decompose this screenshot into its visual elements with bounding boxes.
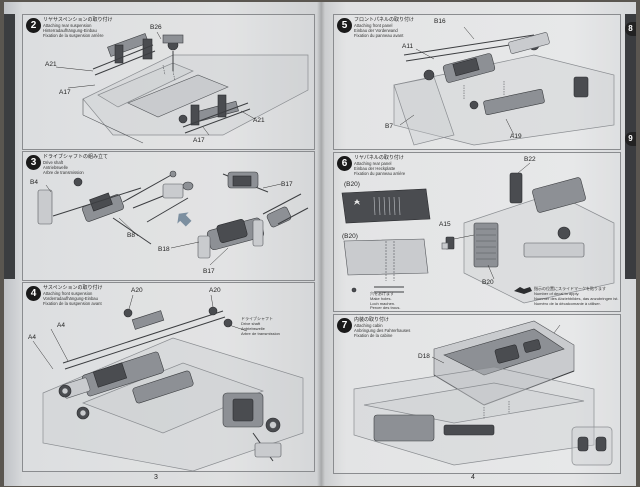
step-5-label-a11: A11 bbox=[402, 43, 414, 50]
step-4-panel: 4 サスペンションの取り付け Attaching front suspensio… bbox=[22, 282, 315, 472]
step-3-label-b18: B18 bbox=[158, 246, 170, 253]
step-3-label-b17-bottom: B17 bbox=[203, 268, 215, 275]
step-5-label-b16: B16 bbox=[434, 18, 446, 25]
step-6-badge: 6 bbox=[337, 156, 352, 171]
right-edge-bar bbox=[625, 14, 636, 279]
step-4-front-suspension-drawing bbox=[32, 294, 304, 472]
instruction-spread: 2 リヤサスペンションの取り付け Attaching rear suspensi… bbox=[4, 2, 636, 486]
step-2-label-a17-left: A17 bbox=[59, 89, 71, 96]
step-6-label-b20-top: (B20) bbox=[344, 181, 360, 188]
step-7-label-d18: D18 bbox=[418, 353, 430, 360]
step-3-label-b4: B4 bbox=[30, 179, 38, 186]
step-6-rear-panel-drawing bbox=[341, 162, 615, 304]
step-3-panel: 3 ドライブシャフトの組み立て Drive shaft Antriebswell… bbox=[22, 151, 315, 281]
step-6-panel: 6 リヤパネルの取り付け Attaching rear panel Einbau… bbox=[333, 152, 621, 312]
step-4-badge: 4 bbox=[26, 286, 41, 301]
step-4-label-a4-lower: A4 bbox=[28, 334, 36, 341]
left-page: 2 リヤサスペンションの取り付け Attaching rear suspensi… bbox=[4, 2, 321, 486]
step-2-label-a21-right: A21 bbox=[253, 117, 265, 124]
step-6-label-b20-bottom: B20 bbox=[482, 279, 494, 286]
step-2-titles: リヤサスペンションの取り付け Attaching rear suspension… bbox=[43, 17, 113, 39]
step-6-label-a15: A15 bbox=[439, 221, 451, 228]
step-6-titles: リヤパネルの取り付け Attaching rear panel Einbau d… bbox=[354, 155, 406, 177]
step-2-rear-suspension-drawing bbox=[55, 31, 309, 144]
step-2-badge: 2 bbox=[26, 18, 41, 33]
right-page: 5 フロントパネルの取り付け Attaching front panel Ein… bbox=[321, 2, 636, 486]
step-3-drive-shaft-drawing bbox=[37, 170, 309, 266]
step-5-badge: 5 bbox=[337, 18, 352, 33]
left-page-number: 3 bbox=[154, 474, 158, 481]
step-7-cabin-drawing bbox=[353, 320, 613, 466]
step-3-label-b17-right: B17 bbox=[281, 181, 293, 188]
step-2-label-b26: B26 bbox=[150, 24, 162, 31]
step-3-label-b8: B8 bbox=[127, 232, 135, 239]
step-5-label-a19: A19 bbox=[510, 133, 522, 140]
step-7-panel: 7 内装の取り付け Attaching cabin Anbringung des… bbox=[333, 314, 621, 474]
edge-tab-9: 9 bbox=[625, 132, 636, 146]
step-5-front-panel-drawing bbox=[393, 26, 615, 146]
step-7-titles: 内装の取り付け Attaching cabin Anbringung des F… bbox=[354, 317, 411, 339]
step-4-label-a20-right: A20 bbox=[209, 287, 221, 294]
center-gutter bbox=[317, 2, 325, 486]
step-5-panel: 5 フロントパネルの取り付け Attaching front panel Ein… bbox=[333, 14, 621, 150]
right-page-number: 4 bbox=[471, 474, 475, 481]
left-edge-bar bbox=[4, 14, 15, 279]
edge-tab-8: 8 bbox=[625, 22, 636, 36]
step-4-titles: サスペンションの取り付け Attaching front suspension … bbox=[43, 285, 103, 307]
step-5-titles: フロントパネルの取り付け Attaching front panel Einba… bbox=[354, 17, 415, 39]
step-2-label-a17-right: A17 bbox=[193, 137, 205, 144]
step-3-titles: ドライブシャフトの組み立て Drive shaft Antriebswelle … bbox=[43, 154, 109, 176]
step-2-panel: 2 リヤサスペンションの取り付け Attaching rear suspensi… bbox=[22, 14, 315, 150]
step-4-label-a4-upper: A4 bbox=[57, 322, 65, 329]
step-5-label-b7: B7 bbox=[385, 123, 393, 130]
step-2-label-a21-left: A21 bbox=[45, 61, 57, 68]
step-4-label-a20-left: A20 bbox=[131, 287, 143, 294]
step-7-badge: 7 bbox=[337, 318, 352, 333]
step-6-label-b20-mid: (B20) bbox=[342, 233, 358, 240]
step-6-label-b22: B22 bbox=[524, 156, 536, 163]
step-3-badge: 3 bbox=[26, 155, 41, 170]
